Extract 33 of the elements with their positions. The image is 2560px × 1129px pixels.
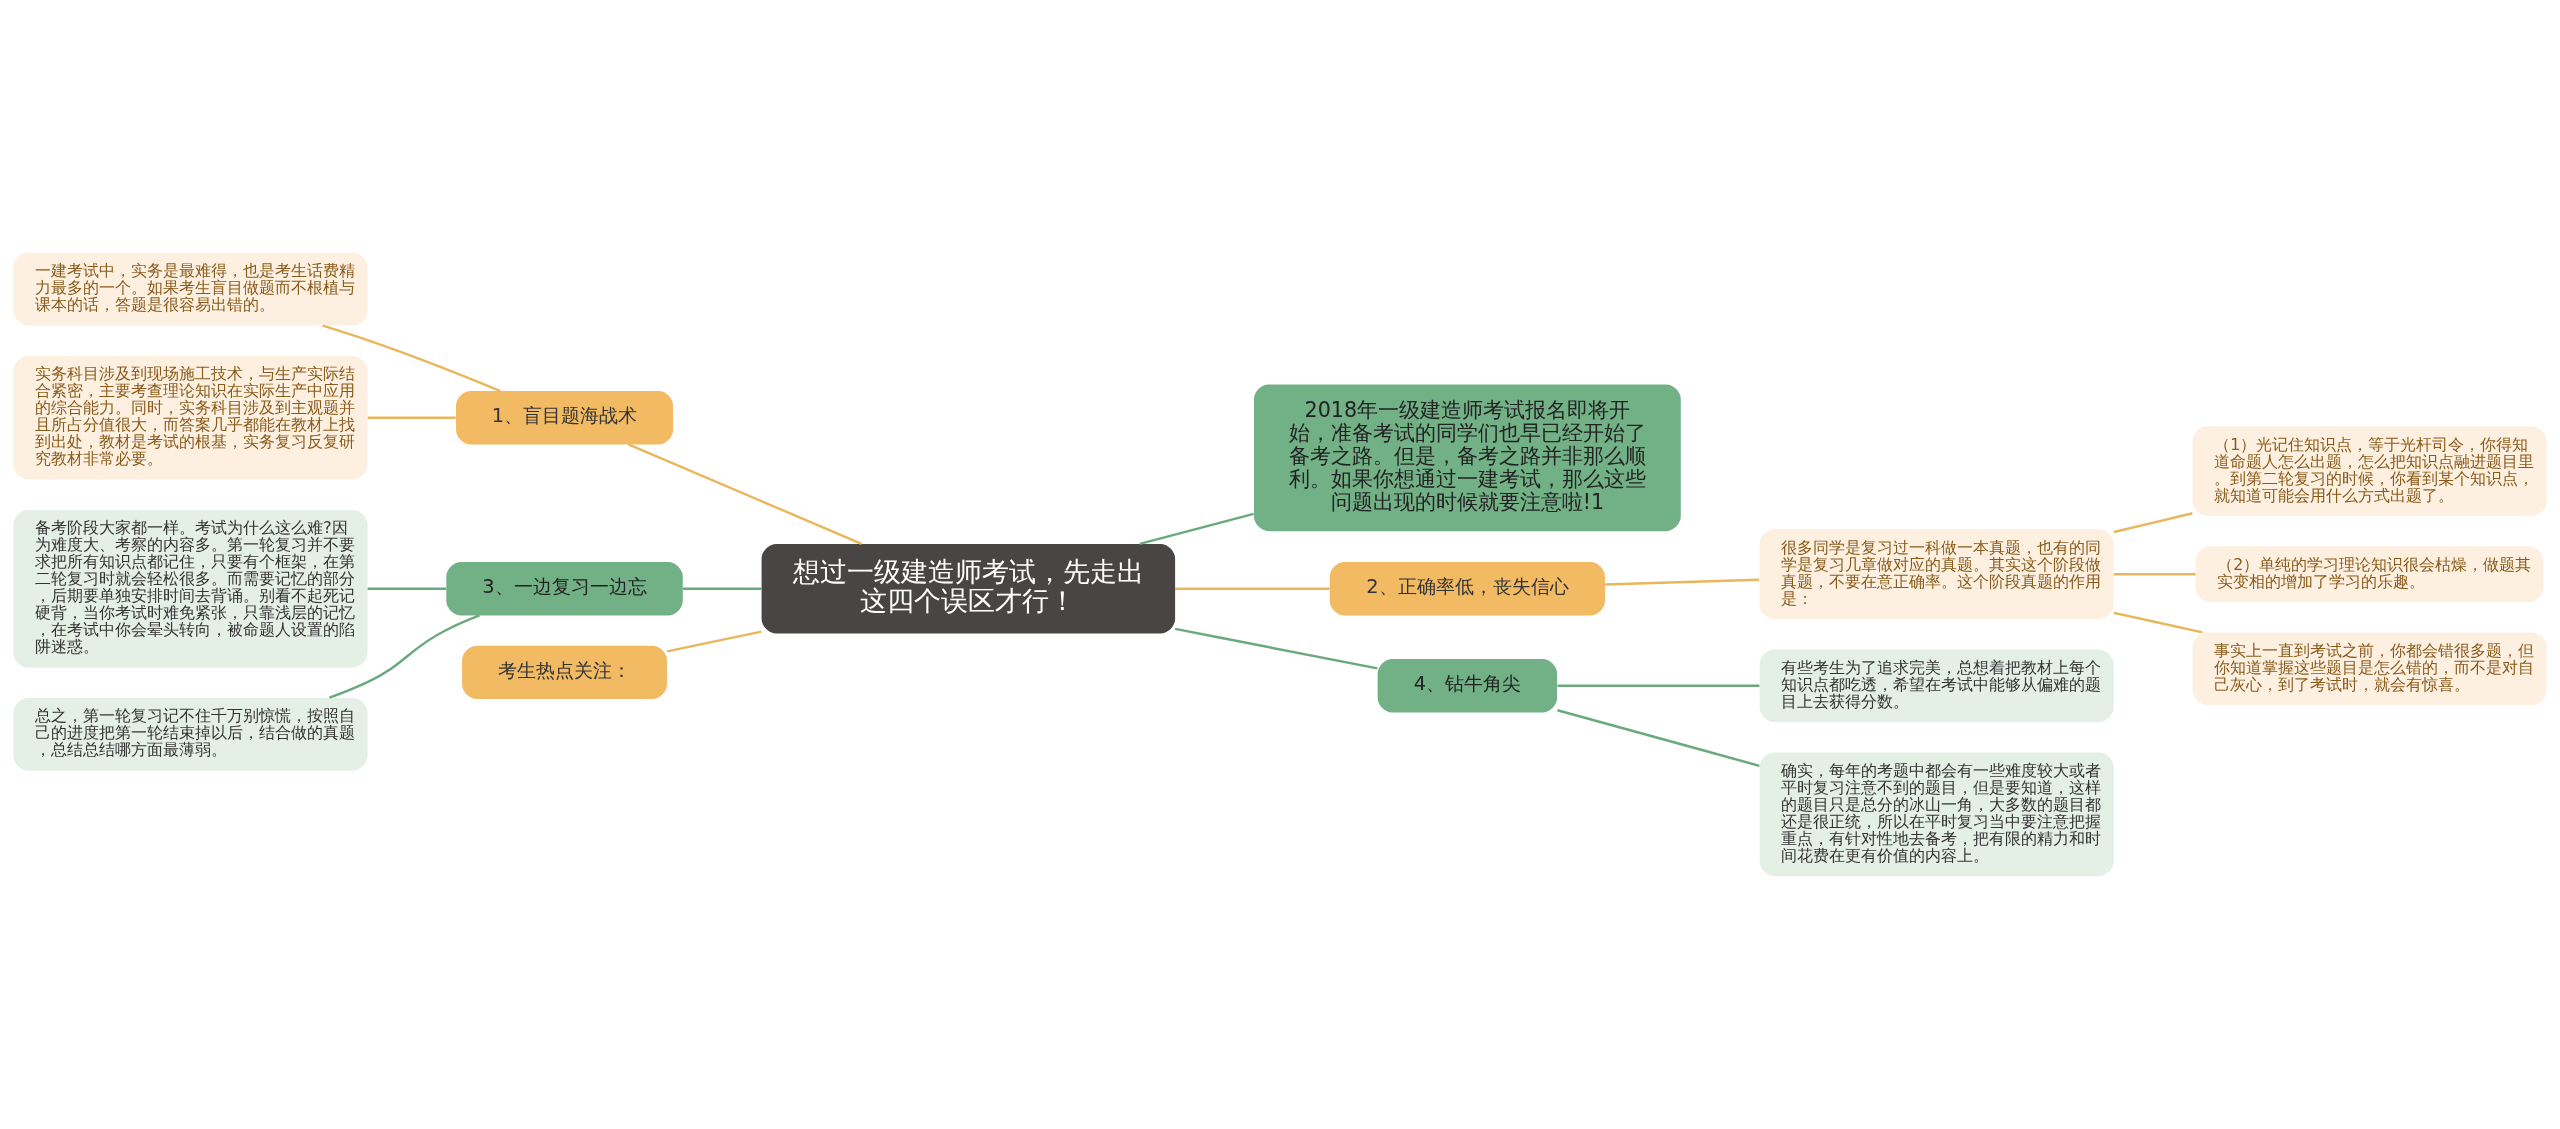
node-box: 总之，第一轮复习记不住千万别惊慌，按照自己的进度把第一轮结束掉以后，结合做的真题，总结总结哪方面最薄弱。 xyxy=(13,697,368,771)
connector xyxy=(666,630,762,653)
node-box: 备考阶段大家都一样。考试为什么这么难?因为难度大、考察的内容多。第一轮复习并不要求把所有知识点都记住，只要有个框架，在第二轮复习时就会轻松很多。而需要记忆的部分，后期要单独安排时间去背诵。别看不起死记硬背，当你考试时难免紧张，只靠浅层的记忆，在考试中你会晕头转向，被命题人设置的陷阱迷惑。 xyxy=(13,509,368,668)
connector xyxy=(329,614,480,699)
connector xyxy=(367,416,456,419)
node-box: 有些考生为了追求完美，总想着把教材上每个知识点都吃透，希望在考试中能够从偏难的题目上去获得分数。 xyxy=(1759,649,2114,723)
node-box: 一建考试中，实务是最难得，也是考生话费精力最多的一个。如果考生盲目做题而不根植与课本的话，答题是很容易出错的。 xyxy=(13,252,368,326)
node-box: 考生热点关注： xyxy=(462,645,667,700)
connector xyxy=(2113,573,2196,576)
node-box: 1、盲目题海战术 xyxy=(456,391,674,445)
node-box: 事实上一直到考试之前，你都会错很多题，但你知道掌握这些题目是怎么错的，而不是对自己灰心，到了考试时，就会有惊喜。 xyxy=(2192,632,2547,706)
connector xyxy=(1139,512,1254,546)
connector xyxy=(1174,627,1378,670)
connector xyxy=(682,587,762,590)
connector xyxy=(2113,512,2193,534)
node-box: 2018年一级建造师考试报名即将开始，准备考试的同学们也早已经开始了备考之路。但是，备考之路并非那么顺利。如果你想通过一建考试，那么这些问题出现的时候就要注意啦!1 xyxy=(1253,384,1681,532)
connector xyxy=(2113,611,2203,634)
node-box: （2）单纯的学习理论知识很会枯燥，做题其实变相的增加了学习的乐趣。 xyxy=(2195,546,2544,603)
node-box: （1）光记住知识点，等于光杆司令，你得知道命题人怎么出题，怎么把知识点融进题目里。到第二轮复习的时候，你看到某个知识点，就知道可能会用什么方式出题了。 xyxy=(2192,426,2547,516)
connector xyxy=(1605,578,1760,586)
node-box: 3、一边复习一边忘 xyxy=(446,562,683,616)
connector xyxy=(1175,587,1330,590)
connector xyxy=(322,324,501,393)
connector xyxy=(1557,709,1760,767)
node-box: 2、正确率低，丧失信心 xyxy=(1329,562,1605,616)
connector xyxy=(367,587,447,590)
node-box: 想过一级建造师考试，先走出这四个误区才行！ xyxy=(761,543,1176,634)
node-box: 实务科目涉及到现场施工技术，与生产实际结合紧密，主要考查理论知识在实际生产中应用的综合能力。同时，实务科目涉及到主观题并且所占分值很大，而答案几乎都能在教材上找到出处，教材是考试的根基，实务复习反复研究教材非常必要。 xyxy=(13,355,368,480)
connector xyxy=(1557,684,1760,687)
connector xyxy=(628,443,863,545)
node-box: 4、钻牛角尖 xyxy=(1377,659,1558,713)
node-box: 确实，每年的考题中都会有一些难度较大或者平时复习注意不到的题目，但是要知道，这样的题目只是总分的冰山一角，大多数的题目都还是很正统，所以在平时复习当中要注意把握重点，有针对性地去备考，把有限的精力和时间花费在更有价值的内容上。 xyxy=(1759,752,2114,877)
node-box: 很多同学是复习过一科做一本真题，也有的同学是复习几章做对应的真题。其实这个阶段做真题，不要在意正确率。这个阶段真题的作用是： xyxy=(1759,529,2114,620)
